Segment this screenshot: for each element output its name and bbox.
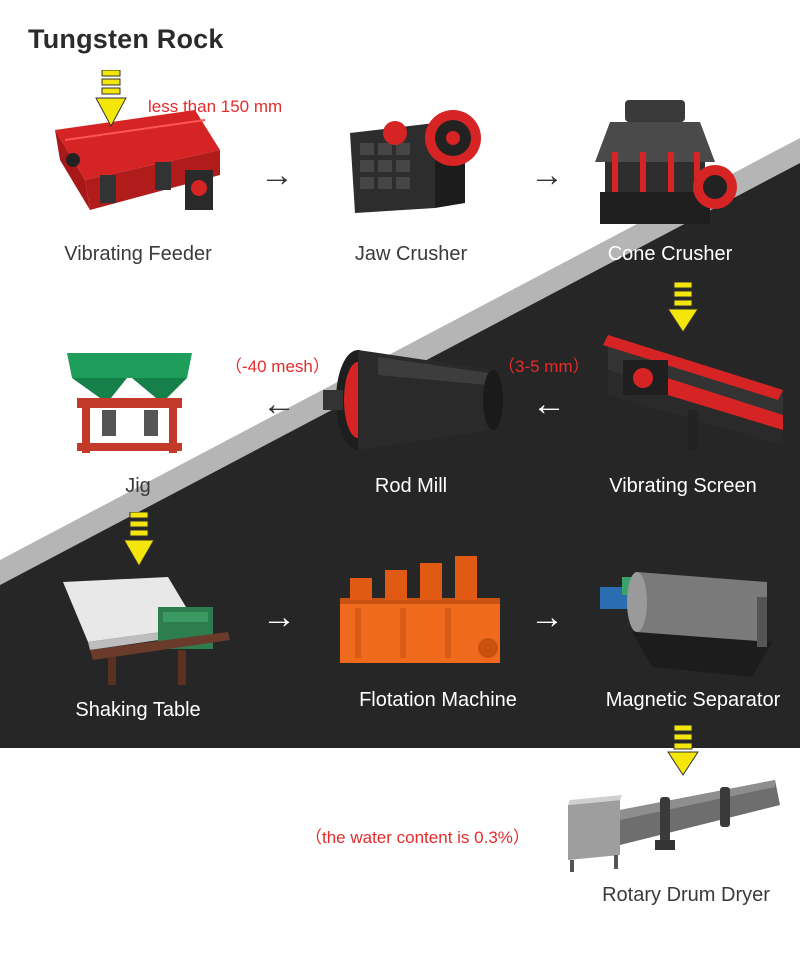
note-screen-size: （3-5 mm） [498, 357, 590, 376]
label-flotation-machine: Flotation Machine [359, 689, 517, 711]
flow-arrow-down-icon [95, 70, 127, 128]
arrow-right-icon: → [530, 598, 564, 636]
jaw-crusher-image [350, 110, 481, 213]
arrow-right-icon: → [260, 156, 294, 194]
arrow-right-icon: → [262, 598, 296, 636]
vibrating-feeder-image [55, 110, 220, 210]
label-cone-crusher: Cone Crusher [607, 243, 733, 265]
label-vibrating-screen: Vibrating Screen [609, 475, 757, 497]
flow-arrow-down-icon [667, 725, 699, 776]
flotation-machine-image [340, 556, 500, 663]
page-title: Tungsten Rock [28, 24, 224, 54]
label-jaw-crusher: Jaw Crusher [354, 243, 468, 265]
note-feed-size: less than 150 mm [148, 97, 283, 116]
cone-crusher-image [595, 100, 737, 224]
note-water-content: （the water content is 0.3%） [305, 828, 530, 847]
arrow-left-icon: ← [532, 385, 566, 423]
arrow-left-icon: ← [262, 385, 296, 423]
note-mill-size: （-40 mesh） [225, 357, 330, 376]
vibrating-screen-image [603, 335, 783, 450]
arrow-right-icon: → [530, 156, 564, 194]
label-rod-mill: Rod Mill [374, 475, 448, 497]
shaking-table-image [63, 577, 230, 685]
flow-arrow-down-icon [667, 282, 699, 333]
rotary-drum-dryer-image [568, 780, 780, 872]
label-magnetic-separator: Magnetic Separator [605, 689, 781, 711]
magnetic-separator-image [600, 572, 772, 677]
label-rotary-drum-dryer: Rotary Drum Dryer [602, 884, 770, 906]
label-jig: Jig [125, 475, 151, 497]
jig-image [67, 353, 192, 453]
label-shaking-table: Shaking Table [75, 699, 201, 721]
label-vibrating-feeder: Vibrating Feeder [64, 243, 212, 265]
rod-mill-image [323, 350, 503, 450]
flow-arrow-down-icon [123, 512, 155, 568]
